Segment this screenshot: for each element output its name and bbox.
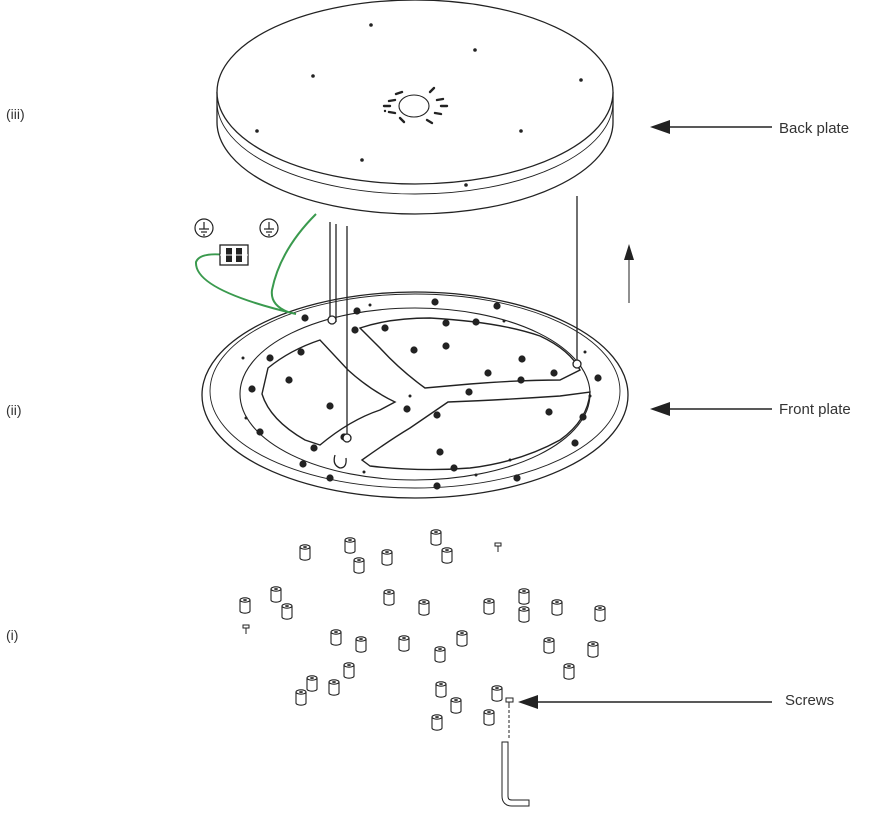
center-hole [398,94,430,118]
spacer-icon [328,679,340,696]
step-label-ii: (ii) [6,402,22,418]
spacer-icon [299,544,311,561]
front-plate-bosses [248,298,602,490]
terminal-block-icon [219,244,249,266]
spacer-icon [483,709,495,726]
spacer-icon [543,637,555,654]
spacer-icon [551,599,563,616]
spacer-icon [594,605,606,622]
front-plate-small-holes [241,303,592,477]
front-plate [201,291,629,499]
spacer-icon [295,689,307,706]
screw-icon [494,542,502,552]
spacer-icon [383,589,395,606]
cable-hooks [327,315,582,469]
ground-wiring [194,213,317,315]
back-plate-holes [255,23,583,187]
spacer-icon [270,586,282,603]
spacer-icon [491,685,503,702]
spacer-icon [381,549,393,566]
spacer-icon [563,663,575,680]
spacer-icon [418,599,430,616]
step-label-i: (i) [6,627,19,643]
front-plate-label: Front plate [779,401,851,418]
spacer-icon [353,557,365,574]
spacer-icon [483,598,495,615]
spacer-icon [441,547,453,564]
spacer-icon [239,597,251,614]
spacer-icon [456,630,468,647]
spacer-icon [518,588,530,605]
screws-label: Screws [785,692,835,709]
mounting-slots [382,86,449,125]
ground-symbol-icon [259,218,279,238]
spacer-icon [343,662,355,679]
spacer-icon [344,537,356,554]
back-plate-label: Back plate [779,120,850,137]
cutout-top [358,317,581,389]
safety-cables [329,196,578,442]
cutout-right [360,391,591,471]
step-label-iii: (iii) [6,106,25,122]
spacer-icon [431,714,443,731]
ground-symbol-icon [194,218,214,238]
lift-arrow-icon [624,244,634,303]
cutout-left [261,339,397,446]
spacer-icon [587,641,599,658]
allen-key-icon [501,741,530,807]
spacer-icon [435,681,447,698]
spacer-icon [434,646,446,663]
spacer-icon [306,675,318,692]
spacer-icon [281,603,293,620]
back-plate-arrow-icon [650,120,772,134]
spacer-icon [330,629,342,646]
spacer-icon [430,529,442,546]
spacer-icon [355,636,367,653]
screw-icon [242,624,250,634]
back-plate [216,0,614,215]
spacers [239,529,606,731]
spacer-icon [398,635,410,652]
spacer-icon [450,697,462,714]
screw-icon [505,697,514,708]
screws-arrow-icon [518,695,772,709]
spacer-icon [518,606,530,623]
front-plate-arrow-icon [650,402,772,416]
